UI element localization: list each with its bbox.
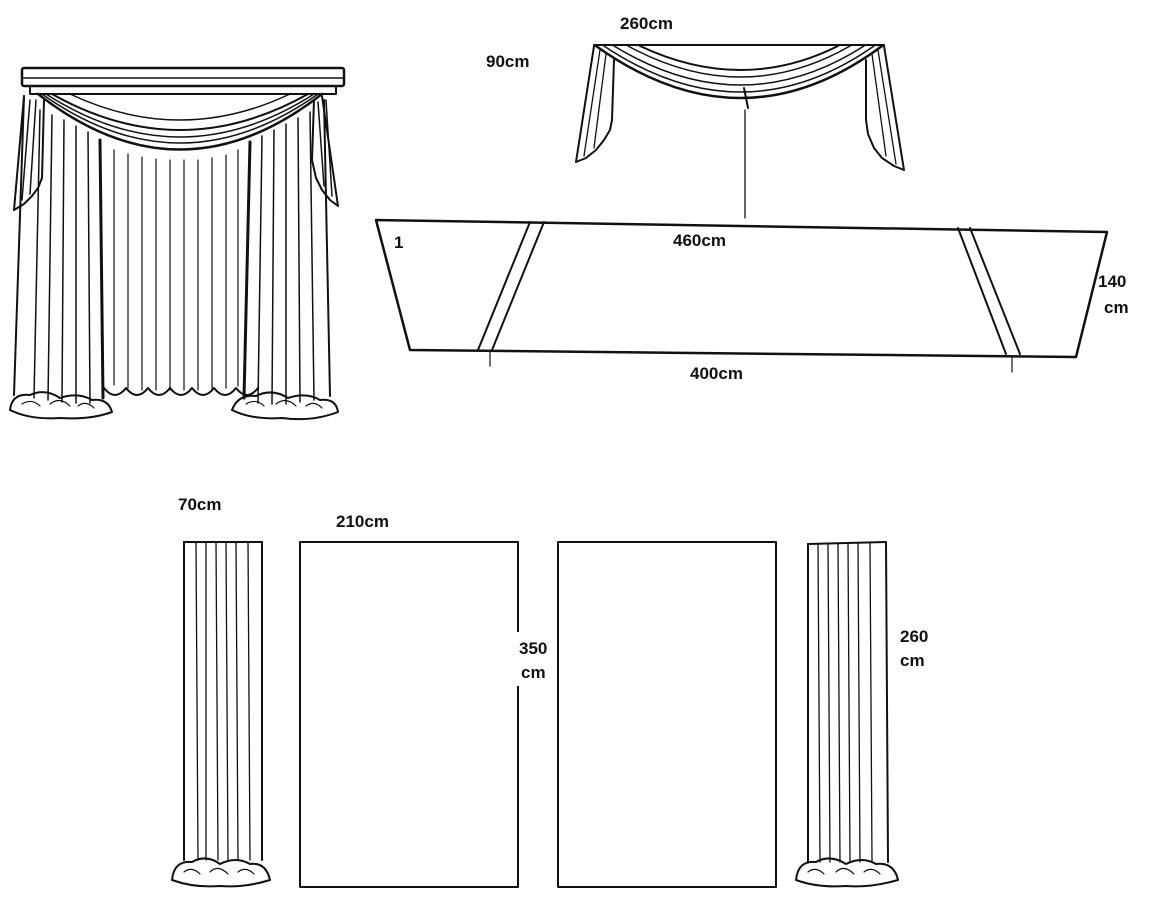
height-label-backdrop [512,632,556,686]
sheer-panel [103,149,259,396]
side-panel-drawing: 260 cm [795,541,928,888]
jabot-width-label: 70cm [178,495,221,514]
jabot-drawing: 70cm [171,495,271,888]
swag-width-label: 260cm [620,14,673,33]
main-panel-height-label-line1: 350 [519,639,547,658]
illustration-puddles [9,391,339,421]
swag-pattern-height-label-line1: 140 [1098,272,1126,291]
curtain-illustration [9,66,346,421]
main-panel-width-label: 210cm [336,512,389,531]
main-panel-left: 210cm [299,512,519,888]
main-panel-height-label-line2: cm [521,663,546,682]
right-side-panel [242,99,331,405]
illustration-swag [36,92,324,151]
swag-drawing: 260cm 90cm [486,14,905,219]
illustration-jabots [13,95,339,211]
swag-pattern: 1 460cm 400cm 140 cm [374,218,1129,383]
main-panel-right [557,541,777,888]
swag-pattern-height-label-line2: cm [1104,298,1129,317]
left-side-panel [13,95,105,404]
swag-drop-label: 90cm [486,52,529,71]
swag-pattern-number: 1 [394,233,403,252]
side-panel-height-label-line1: 260 [900,627,928,646]
swag-pattern-bottom-label: 400cm [690,364,743,383]
side-panel-height-label-line2: cm [900,651,925,670]
swag-pattern-top-label: 460cm [673,231,726,250]
